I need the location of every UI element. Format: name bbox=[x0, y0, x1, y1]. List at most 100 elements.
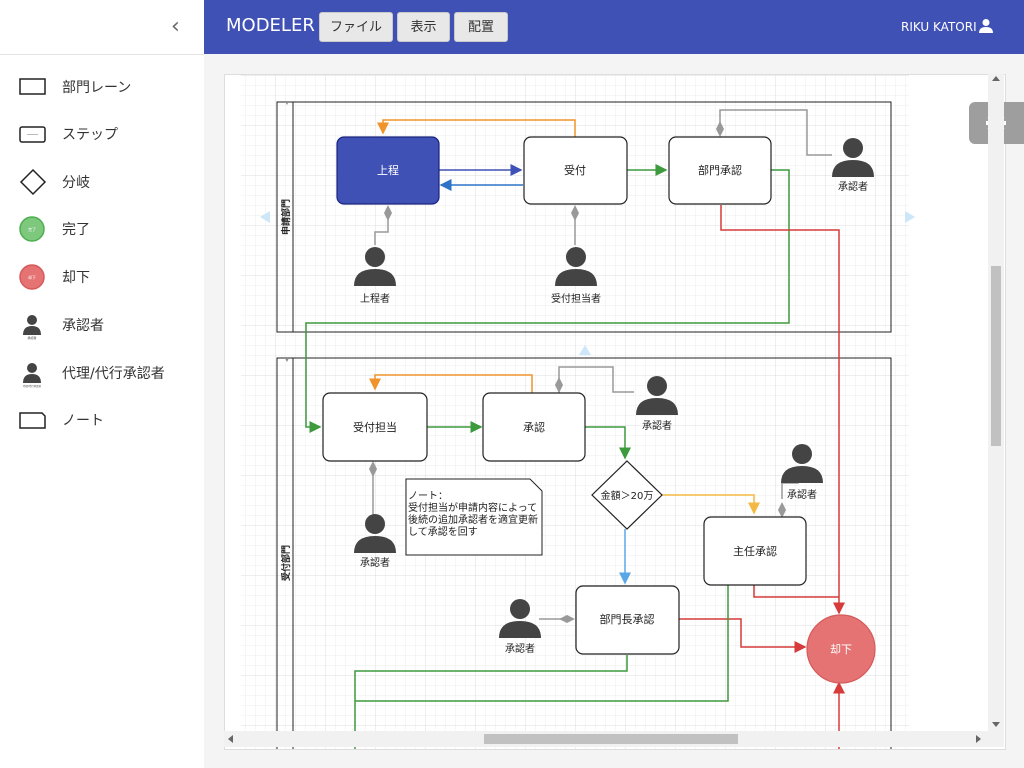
step-bumoncho-shonin[interactable]: 部門長承認 bbox=[575, 585, 680, 655]
palette-label-complete: 完了 bbox=[62, 222, 90, 238]
diagram-canvas[interactable]: ▾ 申請部門 ▾ 受付部門 上程 受付 部門承認 bbox=[224, 74, 1006, 750]
scroll-left-arrow-icon[interactable] bbox=[228, 735, 233, 743]
palette-item-lane[interactable]: 部門レーン bbox=[0, 67, 204, 107]
link-handle-icon[interactable] bbox=[778, 502, 786, 518]
end-reject-label: 却下 bbox=[830, 643, 852, 656]
view-menu-button[interactable]: 表示 bbox=[397, 12, 450, 42]
step-label: 部門承認 bbox=[698, 163, 742, 177]
horizontal-scrollbar[interactable] bbox=[224, 731, 1004, 747]
person-jotei-sha[interactable]: 上程者 bbox=[354, 247, 396, 305]
person-label: 承認者 bbox=[787, 488, 817, 501]
person-label: 承認者 bbox=[838, 180, 868, 193]
palette-item-proxy-approver[interactable]: 代理/代行承認者 代理/代行承認者 bbox=[0, 353, 204, 393]
palette-item-branch[interactable]: 分岐 bbox=[0, 162, 204, 202]
link-bumon-approver[interactable] bbox=[719, 109, 832, 156]
palette-item-complete[interactable]: 完了 完了 bbox=[0, 209, 204, 249]
note-box[interactable]: ノート： 受付担当が申請内容によって 後続の追加承認者を適宜更新 して承認を回す bbox=[405, 478, 543, 556]
expand-left-arrow-icon[interactable] bbox=[260, 211, 270, 223]
user-name[interactable]: RIKU KATORI bbox=[901, 20, 977, 34]
flow-bumoncho-to-reject[interactable] bbox=[679, 618, 807, 653]
step-shunin-shonin[interactable]: 主任承認 bbox=[703, 516, 807, 586]
step-bumon-shonin[interactable]: 部門承認 bbox=[668, 136, 772, 205]
lane-applicant[interactable]: ▾ 申請部門 bbox=[276, 100, 892, 333]
link-shonin-approver[interactable] bbox=[558, 366, 634, 393]
link-handle-icon[interactable] bbox=[716, 121, 724, 137]
expand-up-arrow-icon[interactable] bbox=[579, 345, 591, 355]
link-handle-icon[interactable] bbox=[384, 205, 392, 221]
palette-item-reject[interactable]: 却下 却下 bbox=[0, 257, 204, 297]
link-handle-icon[interactable] bbox=[559, 615, 575, 623]
person-uketsuke-tanto-sha[interactable]: 受付担当者 bbox=[551, 247, 601, 305]
flow-branch-to-shunin[interactable] bbox=[659, 494, 760, 515]
proxy-icon-label: 代理/代行承認者 bbox=[23, 384, 42, 388]
palette-label-note: ノート bbox=[62, 413, 104, 429]
person-shunin-approver[interactable]: 承認者 bbox=[781, 444, 823, 501]
palette-label-reject: 却下 bbox=[62, 270, 90, 286]
person-shonin-approver[interactable]: 承認者 bbox=[636, 376, 678, 432]
flow-return-orange-2[interactable] bbox=[369, 374, 533, 393]
flow-bumon-to-uketsuke-tanto[interactable] bbox=[305, 169, 790, 433]
step-label: 受付担当 bbox=[353, 420, 397, 434]
arrange-menu-button[interactable]: 配置 bbox=[454, 12, 508, 42]
file-menu-button[interactable]: ファイル bbox=[319, 12, 393, 42]
palette-label-proxy-approver: 代理/代行承認者 bbox=[62, 366, 165, 382]
sidebar-divider bbox=[0, 54, 204, 55]
palette-label-branch: 分岐 bbox=[62, 175, 90, 191]
palette-label-lane: 部門レーン bbox=[62, 80, 132, 96]
flow-bumon-to-reject[interactable] bbox=[720, 205, 845, 615]
step-icon bbox=[18, 114, 48, 154]
flow-shunin-to-reject[interactable] bbox=[753, 585, 839, 598]
chevron-left-icon: ‹ bbox=[171, 14, 180, 39]
flow-bumoncho-down[interactable] bbox=[354, 655, 628, 749]
palette-item-step[interactable]: ステップ bbox=[0, 114, 204, 154]
branch-amount[interactable]: 金額＞20万 bbox=[591, 460, 663, 530]
person-label: 上程者 bbox=[360, 293, 390, 305]
link-handle-icon[interactable] bbox=[555, 377, 563, 393]
complete-icon: 完了 bbox=[18, 209, 48, 249]
branch-label: 金額＞20万 bbox=[601, 489, 654, 502]
diagram-svg[interactable]: ▾ 申請部門 ▾ 受付部門 上程 受付 部門承認 bbox=[225, 75, 1005, 749]
step-shonin[interactable]: 承認 bbox=[482, 392, 586, 462]
person-bumon-approver[interactable]: 承認者 bbox=[832, 138, 874, 193]
link-handle-icon[interactable] bbox=[369, 461, 377, 477]
flow-shunin-down[interactable] bbox=[355, 585, 729, 702]
reject-icon: 却下 bbox=[18, 257, 48, 297]
lane-collapse-icon[interactable]: ▾ bbox=[285, 357, 288, 364]
collapse-sidebar-button[interactable]: ‹ bbox=[168, 14, 188, 40]
approver-icon: 承認者 bbox=[18, 305, 48, 345]
note-line: して承認を回す bbox=[408, 525, 478, 538]
app-header: MODELER ファイル 表示 配置 RIKU KATORI bbox=[204, 0, 1024, 54]
palette-item-approver[interactable]: 承認者 承認者 bbox=[0, 305, 204, 345]
lane-label-reception: 受付部門 bbox=[280, 545, 292, 581]
lane-label-applicant: 申請部門 bbox=[280, 199, 292, 235]
palette-item-note[interactable]: ノート bbox=[0, 400, 204, 440]
end-reject[interactable]: 却下 bbox=[806, 614, 876, 684]
expand-right-arrow-icon[interactable] bbox=[905, 211, 915, 223]
step-label: 承認 bbox=[523, 420, 545, 434]
user-icon[interactable] bbox=[978, 18, 994, 34]
horizontal-scroll-thumb[interactable] bbox=[484, 734, 738, 744]
scroll-up-arrow-icon[interactable] bbox=[992, 76, 1000, 81]
lane-icon bbox=[18, 67, 48, 107]
person-label: 承認者 bbox=[642, 419, 672, 432]
step-label: 主任承認 bbox=[733, 544, 777, 558]
step-uketsuke[interactable]: 受付 bbox=[523, 136, 628, 205]
link-handle-icon[interactable] bbox=[571, 205, 579, 221]
flow-shonin-to-branch[interactable] bbox=[585, 426, 631, 460]
vertical-scrollbar[interactable] bbox=[988, 74, 1004, 734]
scroll-down-arrow-icon[interactable] bbox=[992, 722, 1000, 727]
flow-return-orange-1[interactable] bbox=[377, 119, 576, 137]
step-uketsuke-tanto[interactable]: 受付担当 bbox=[322, 392, 428, 462]
vertical-scroll-thumb[interactable] bbox=[991, 266, 1001, 446]
person-tanto-approver[interactable]: 承認者 bbox=[354, 514, 396, 569]
scroll-right-arrow-icon[interactable] bbox=[976, 735, 981, 743]
diamond-icon bbox=[18, 162, 48, 202]
person-label: 受付担当者 bbox=[551, 292, 601, 305]
lane-reception[interactable]: ▾ 受付部門 bbox=[276, 357, 892, 749]
approver-icon-label: 承認者 bbox=[27, 335, 36, 340]
person-bumoncho-approver[interactable]: 承認者 bbox=[499, 599, 541, 655]
note-icon bbox=[18, 400, 48, 440]
element-palette-sidebar: ‹ 部門レーン ステップ 分岐 完了 完了 却下 却下 承認者 bbox=[0, 0, 205, 768]
step-jotei[interactable]: 上程 bbox=[336, 136, 440, 205]
lane-collapse-icon[interactable]: ▾ bbox=[285, 100, 288, 107]
